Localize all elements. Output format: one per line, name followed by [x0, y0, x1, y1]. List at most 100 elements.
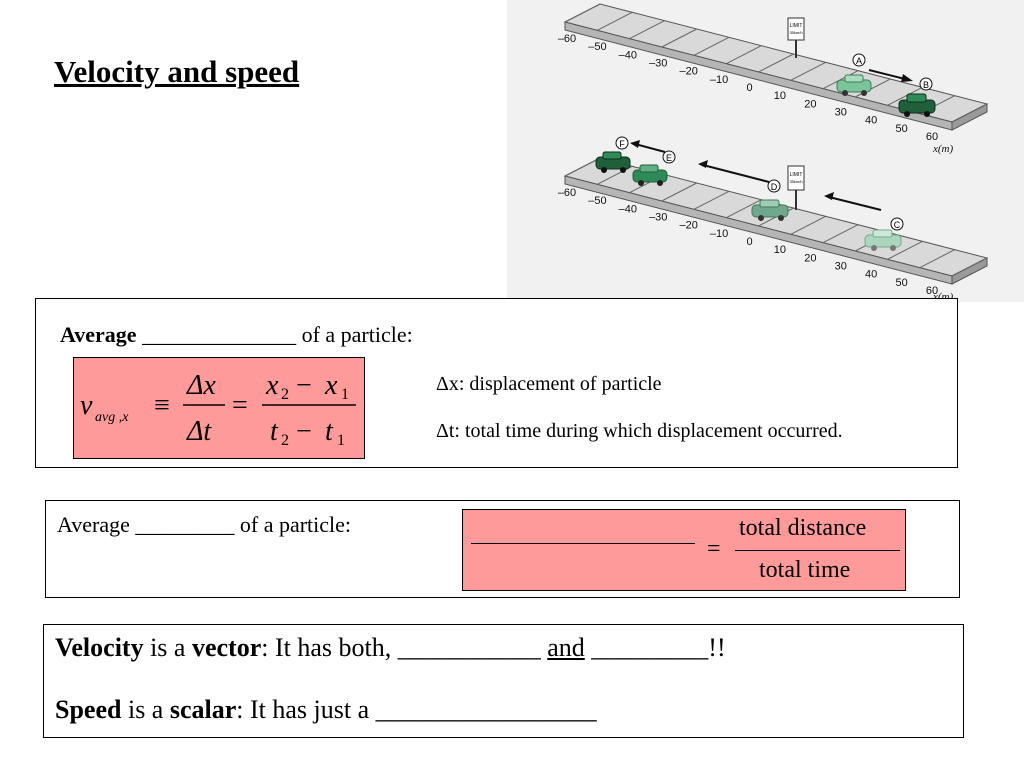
speed-word: Speed [55, 695, 122, 724]
delta-x-definition: Δx: displacement of particle [436, 373, 662, 395]
tick-label: 0 [746, 236, 752, 248]
average-velocity-heading: Average ______________ of a particle: [60, 322, 413, 348]
formula-x2-sub: 2 [281, 386, 289, 403]
and-word: and [547, 633, 585, 662]
formula-eq: = [232, 390, 248, 421]
marker-C: C [890, 217, 904, 231]
tick-label: 40 [865, 115, 877, 127]
tick-label: 0 [746, 82, 752, 94]
car-D [751, 199, 789, 221]
car-motion-figure: –60 –50 –40 –30 –20 –10 0 10 20 30 40 50 60 –60 –50 –40… [507, 0, 1024, 302]
tick-label: 50 [895, 123, 907, 135]
tick-label: 10 [774, 244, 786, 256]
svg-text:B: B [923, 80, 929, 90]
stmt2-text-2: : It has just a _________________ [236, 695, 597, 724]
tick-label: –50 [588, 195, 606, 207]
speed-denominator: total time [759, 557, 851, 583]
arrow-E-to-F [630, 140, 666, 153]
car-A [836, 74, 872, 96]
tick-label: –60 [558, 187, 576, 199]
formula-delta-x: Δx [186, 370, 216, 401]
axis-label-bottom: x(m) [932, 291, 953, 302]
tick-label: 50 [895, 277, 907, 289]
formula-minus-top: − [296, 370, 312, 401]
tick-label: –30 [649, 212, 667, 224]
tick-label: 20 [804, 252, 816, 264]
svg-text:F: F [619, 139, 625, 149]
speed-eq: = [707, 536, 721, 562]
speed-scalar-statement: Speed is a scalar: It has just a _______… [55, 695, 597, 725]
tick-label: –20 [679, 220, 697, 232]
marker-E: E [662, 150, 676, 164]
formula-t1: t [325, 416, 334, 447]
marker-B: B [919, 77, 933, 91]
tick-label: –40 [619, 203, 637, 215]
formula-svg: v avg ,x ≡ Δx Δt = x 2 − x 1 t 2 − t 1 [80, 370, 356, 449]
car-F [595, 151, 631, 173]
formula-x1: x [324, 370, 338, 401]
formula-v-sub: avg ,x [95, 410, 129, 425]
speed-blank-line [471, 543, 695, 544]
vector-word: vector [191, 633, 262, 662]
formula-t2: t [270, 416, 279, 447]
tick-label: –30 [649, 58, 667, 70]
svg-text:LIMIT: LIMIT [790, 172, 803, 178]
tick-label: –50 [588, 41, 606, 53]
slide-title: Velocity and speed [54, 54, 300, 89]
formula-x1-sub: 1 [341, 386, 349, 403]
formula-minus-bottom: − [296, 416, 312, 447]
car-B [898, 93, 936, 117]
svg-text:C: C [894, 220, 901, 230]
velocity-word: Velocity [55, 633, 144, 662]
limit-sign-bottom: LIMIT 35km/h [787, 165, 805, 210]
heading-blank: ______________ [142, 322, 297, 347]
axis-label-top: x(m) [932, 143, 953, 155]
formula-t2-sub: 2 [281, 432, 289, 449]
svg-text:E: E [666, 153, 672, 163]
marker-F: F [615, 136, 629, 150]
formula-delta-t: Δt [186, 416, 212, 447]
tick-label: –10 [710, 228, 728, 240]
tick-label: 40 [865, 269, 877, 281]
speed-fraction-line [735, 550, 900, 551]
arrow-C-to-D [824, 192, 882, 211]
average-speed-formula: = total distance total time [462, 509, 906, 591]
svg-text:35km/h: 35km/h [789, 30, 802, 35]
top-road [563, 3, 989, 131]
tick-label: –60 [558, 33, 576, 45]
velocity-vector-statement: Velocity is a vector: It has both, _____… [55, 633, 726, 663]
stmt1-text-3: _________!! [584, 633, 726, 662]
tick-label: 30 [835, 107, 847, 119]
figure-svg: –60 –50 –40 –30 –20 –10 0 10 20 30 40 50 60 –60 –50 –40… [558, 3, 989, 302]
tick-label: 20 [804, 98, 816, 110]
tick-label: 60 [926, 131, 938, 143]
marker-A: A [852, 53, 866, 67]
stmt2-text-1: is a [121, 695, 170, 724]
arrow-D-to-E [698, 160, 770, 183]
bottom-road [563, 157, 989, 285]
marker-D: D [767, 179, 781, 193]
formula-x2: x [265, 370, 279, 401]
delta-t-definition: Δt: total time during which displacement… [436, 420, 843, 442]
arrow-A-to-B [868, 69, 913, 82]
velocity-speed-summary-box [43, 624, 964, 738]
heading-bold: Average [60, 322, 137, 347]
tick-label: –10 [710, 74, 728, 86]
tick-label: 60 [926, 285, 938, 297]
formula-v: v [80, 390, 93, 421]
formula-t1-sub: 1 [337, 432, 345, 449]
limit-sign-top: LIMIT 35km/h [787, 17, 805, 58]
stmt1-text-1: is a [143, 633, 192, 662]
tick-label: 10 [774, 90, 786, 102]
average-velocity-formula: v avg ,x ≡ Δx Δt = x 2 − x 1 t 2 − t 1 [73, 357, 365, 459]
svg-text:35km/h: 35km/h [789, 179, 802, 184]
tick-label: 30 [835, 261, 847, 273]
svg-text:LIMIT: LIMIT [790, 23, 803, 29]
car-E [632, 164, 668, 186]
stmt1-text-2: : It has both, ___________ [261, 633, 548, 662]
heading-rest: of a particle: [296, 322, 413, 347]
svg-text:A: A [856, 56, 862, 66]
formula-equiv: ≡ [154, 390, 170, 421]
scalar-word: scalar [169, 695, 237, 724]
tick-label: –40 [619, 49, 637, 61]
